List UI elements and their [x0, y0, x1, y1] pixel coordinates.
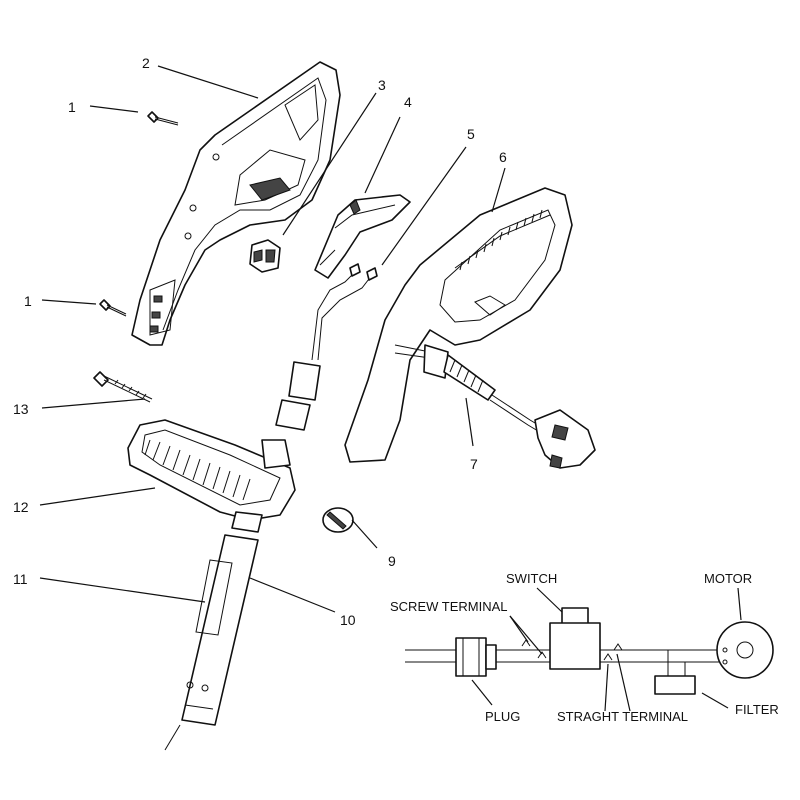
- part-2-handle-half: [131, 61, 341, 346]
- callout-13: 13: [13, 401, 29, 417]
- part-10-11-shaft: [164, 534, 259, 751]
- filter-label: FILTER: [735, 702, 779, 717]
- part-7-power-cord: [394, 344, 596, 469]
- callout-7: 7: [470, 456, 478, 472]
- callout-4: 4: [404, 94, 412, 110]
- part-6-housing-half: [344, 187, 573, 463]
- callout-2: 2: [142, 55, 150, 71]
- switch-component: [549, 607, 601, 670]
- part-12-head-base: [127, 419, 296, 533]
- callout-12: 12: [13, 499, 29, 515]
- switch-label: SWITCH: [506, 571, 557, 586]
- callout-6: 6: [499, 149, 507, 165]
- housing-grip-ribs: [459, 209, 543, 271]
- callout-1-lower: 1: [24, 293, 32, 309]
- motor-component: [716, 621, 774, 679]
- part-4-trigger: [314, 194, 411, 279]
- callout-5: 5: [467, 126, 475, 142]
- head-vent-ribs: [144, 439, 251, 501]
- screw-terminal-label: SCREW TERMINAL: [390, 599, 508, 614]
- part-3-switch-block: [249, 239, 281, 273]
- callout-numbers: 1 1 2 3 4 5 6 7 9 10 11 12 13: [13, 55, 507, 628]
- callout-11: 11: [13, 571, 28, 587]
- part-9-knob: [322, 507, 354, 533]
- wiring-schematic: SWITCH MOTOR SCREW TERMINAL PLUG STRAGHT…: [390, 571, 779, 724]
- part-5-wire-leads: [275, 263, 378, 431]
- callout-3: 3: [378, 77, 386, 93]
- motor-label: MOTOR: [704, 571, 752, 586]
- callout-1-upper: 1: [68, 99, 76, 115]
- callout-10: 10: [340, 612, 356, 628]
- callout-9: 9: [388, 553, 396, 569]
- part-1-screw-lower: [99, 299, 127, 317]
- part-13-long-screw: [93, 371, 153, 403]
- filter-component: [654, 650, 696, 695]
- part-1-screw-upper: [147, 111, 179, 126]
- plug-label: PLUG: [485, 709, 520, 724]
- straight-terminal-label: STRAGHT TERMINAL: [557, 709, 688, 724]
- plug-component: [455, 637, 497, 677]
- leader-lines: [39, 65, 506, 613]
